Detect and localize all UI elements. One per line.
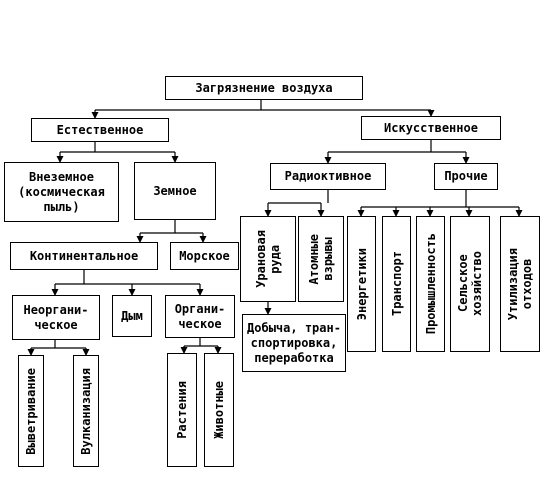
node-natural: Естественное (31, 118, 169, 142)
node-industry-label: Промышленность (423, 233, 438, 335)
node-atomic-explosions: Атомные взрывы (298, 216, 344, 302)
node-agriculture-label: Сельское хозяйство (456, 251, 484, 317)
node-plants: Растения (167, 353, 197, 467)
node-volcanism-label: Вулканизация (79, 367, 93, 455)
node-plants-label: Растения (175, 381, 189, 439)
node-mining: Добыча, тран- спортировка, переработка (242, 314, 346, 372)
node-other: Прочие (434, 163, 498, 190)
node-marine: Морское (170, 242, 239, 270)
node-continental: Континентальное (10, 242, 158, 270)
node-energy-label: Энергетики (354, 247, 369, 321)
node-transport: Транспорт (382, 216, 411, 352)
node-terrestrial: Земное (134, 162, 216, 220)
node-animals: Животные (204, 353, 234, 467)
node-artificial: Искусственное (361, 116, 501, 140)
node-air-pollution: Загрязнение воздуха (165, 76, 363, 100)
node-smoke: Дым (112, 295, 152, 337)
node-agriculture: Сельское хозяйство (450, 216, 490, 352)
node-uranium-ore-label: Урановая руда (254, 230, 282, 288)
node-energy: Энергетики (347, 216, 376, 352)
node-industry: Промышленность (416, 216, 445, 352)
node-organic: Органи- ческое (165, 295, 235, 338)
node-waste-disposal-label: Утилизация отходов (506, 247, 534, 321)
node-atomic-explosions-label: Атомные взрывы (307, 233, 335, 285)
node-radioactive: Радиоктивное (270, 163, 386, 190)
node-uranium-ore: Урановая руда (240, 216, 296, 302)
node-inorganic: Неоргани- ческое (12, 295, 100, 340)
node-waste-disposal: Утилизация отходов (500, 216, 540, 352)
node-weathering: Выветривание (18, 355, 44, 467)
node-volcanism: Вулканизация (73, 355, 99, 467)
node-animals-label: Животные (212, 381, 226, 439)
node-extraterrestrial: Внеземное (космическая пыль) (4, 162, 119, 222)
node-weathering-label: Выветривание (24, 367, 38, 455)
node-transport-label: Транспорт (389, 251, 404, 317)
